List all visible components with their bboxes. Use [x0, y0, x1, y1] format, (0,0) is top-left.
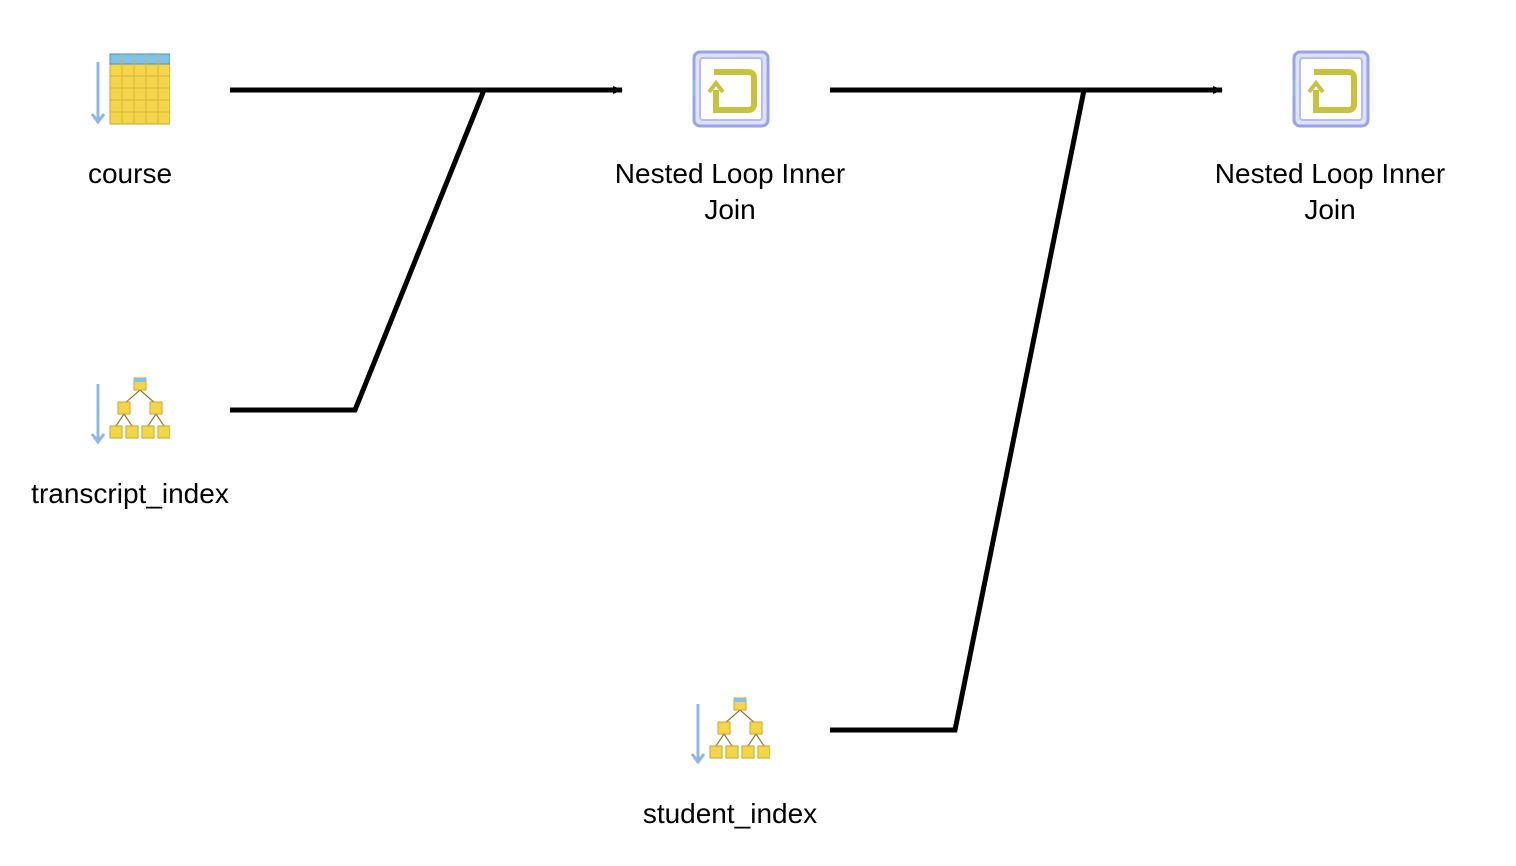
node-label: Nested Loop Inner Join	[614, 158, 846, 225]
node-course[interactable]: course	[0, 50, 270, 200]
node-transcript-index[interactable]: transcript_index	[0, 370, 270, 520]
node-nested-loop-join-1[interactable]: Nested Loop Inner Join	[590, 50, 870, 240]
node-nested-loop-join-2[interactable]: Nested Loop Inner Join	[1190, 50, 1470, 240]
node-label: Nested Loop Inner Join	[1214, 158, 1446, 225]
edge-student-index-to-join-2	[830, 89, 1087, 733]
nested-loop-join-icon	[692, 50, 770, 128]
node-student-index[interactable]: student_index	[590, 690, 870, 840]
table-scan-icon	[90, 53, 170, 125]
node-label: student_index	[642, 798, 818, 829]
edge-transcript-index-to-join-1	[230, 89, 487, 413]
node-label: course	[87, 158, 173, 189]
index-scan-icon	[90, 377, 170, 445]
nested-loop-join-icon	[1292, 50, 1370, 128]
index-scan-icon	[690, 697, 770, 765]
node-label: transcript_index	[31, 478, 229, 509]
